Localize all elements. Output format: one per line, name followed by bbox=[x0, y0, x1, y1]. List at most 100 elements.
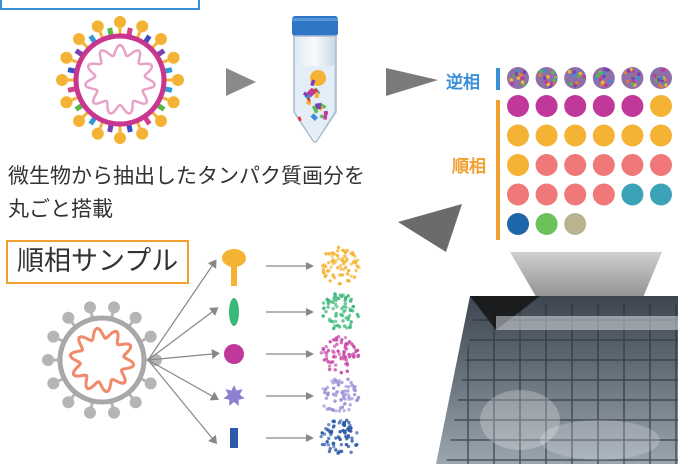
protein-cluster-dot bbox=[326, 305, 330, 309]
protein-cluster-dot bbox=[322, 432, 327, 436]
normal-phase-well bbox=[564, 95, 587, 117]
arrowhead-icon bbox=[209, 307, 219, 317]
protein-cluster-dot bbox=[345, 418, 349, 423]
protein-cluster-dot bbox=[329, 319, 334, 323]
reverse-phase-speck bbox=[572, 70, 577, 75]
protein-cluster-dot bbox=[336, 349, 340, 353]
protein-cluster-dot bbox=[336, 451, 340, 455]
protein-cluster-dot bbox=[321, 301, 326, 305]
protein-cluster-dot bbox=[335, 253, 340, 258]
protein-fractions bbox=[147, 245, 361, 455]
protein-cluster-dot bbox=[350, 439, 354, 443]
normal-phase-well bbox=[535, 213, 558, 235]
fraction-pin-icon bbox=[231, 264, 237, 286]
protein-cluster-dot bbox=[339, 355, 343, 359]
virus-spike-head bbox=[83, 301, 96, 314]
protein-cluster-dot bbox=[349, 450, 353, 454]
protein-cluster-dot bbox=[342, 420, 347, 425]
protein-cluster-dot bbox=[344, 342, 348, 346]
protein-cluster-dot bbox=[321, 306, 326, 311]
protein-cluster-dot bbox=[350, 383, 355, 388]
virus-spike-head bbox=[56, 74, 68, 86]
reverse-phase-speck bbox=[659, 76, 664, 80]
protein-cluster-dot bbox=[333, 324, 337, 328]
protein-cluster-dot bbox=[319, 434, 323, 439]
protein-cluster-dot bbox=[340, 273, 345, 277]
tube-particle bbox=[314, 92, 320, 99]
protein-cluster-dot bbox=[356, 314, 360, 319]
protein-cluster-dot bbox=[333, 368, 337, 372]
protein-cluster-dot bbox=[332, 252, 336, 256]
protein-cluster-dot bbox=[356, 353, 361, 358]
protein-cluster-dot bbox=[334, 312, 338, 316]
reverse-phase-speck bbox=[660, 84, 664, 89]
reverse-phase-speck bbox=[516, 76, 521, 80]
protein-cluster-dot bbox=[355, 258, 360, 262]
protein-cluster-dot bbox=[345, 369, 350, 373]
tube-particle bbox=[323, 114, 328, 120]
virus-spike-head bbox=[136, 127, 149, 140]
protein-cluster-dot bbox=[340, 338, 344, 342]
protein-cluster-dot bbox=[341, 428, 345, 433]
protein-cluster-dot bbox=[323, 442, 327, 447]
reverse-phase-speck bbox=[544, 80, 548, 85]
protein-cluster-dot bbox=[357, 265, 361, 270]
protein-cluster-dot bbox=[344, 384, 348, 389]
protein-cluster-dot bbox=[346, 385, 351, 389]
separation-line bbox=[147, 265, 213, 361]
sample-tube-illustration bbox=[292, 16, 338, 143]
reverse-phase-speck bbox=[596, 73, 600, 78]
normal-phase-well bbox=[650, 95, 672, 117]
protein-cluster-dot bbox=[327, 269, 331, 273]
arrow-right-icon bbox=[306, 308, 314, 316]
protein-cluster-dot bbox=[348, 403, 352, 407]
virus-envelope bbox=[57, 315, 147, 405]
caption-text: 微生物から抽出したタンパク質画分を 丸ごと搭載 bbox=[8, 164, 365, 221]
protein-cluster-dot bbox=[319, 351, 324, 355]
tube-particle bbox=[297, 116, 302, 122]
protein-cluster-dot bbox=[335, 305, 339, 309]
protein-cluster-dot bbox=[340, 380, 344, 385]
protein-cluster-dot bbox=[333, 355, 338, 359]
protein-cluster-dot bbox=[341, 261, 346, 266]
virus-spike-head bbox=[144, 330, 157, 343]
protein-cluster-dot bbox=[343, 401, 347, 406]
reverse-phase-speck bbox=[582, 75, 586, 79]
protein-cluster-dot bbox=[346, 444, 351, 449]
protein-cluster-dot bbox=[325, 440, 329, 444]
protein-cluster-dot bbox=[342, 324, 347, 328]
virus-spike-head bbox=[155, 115, 168, 128]
reverse-phase-speck bbox=[520, 80, 525, 85]
virus-spike-head bbox=[91, 127, 104, 140]
protein-cluster-dot bbox=[347, 395, 351, 399]
protein-cluster-dot bbox=[349, 320, 353, 324]
protein-cluster-dot bbox=[339, 398, 343, 403]
protein-cluster-dot bbox=[337, 352, 342, 356]
reverse-phase-speck bbox=[604, 83, 608, 88]
protein-cluster-dot bbox=[329, 430, 334, 434]
virus-spike-head bbox=[72, 115, 85, 128]
virus-spike-head bbox=[108, 301, 121, 314]
virus-spike-head bbox=[114, 132, 126, 144]
reverse-phase-speck bbox=[520, 76, 525, 81]
protein-cluster-dot bbox=[347, 420, 351, 425]
protein-cluster-dot bbox=[321, 314, 325, 318]
reverse-phase-speck bbox=[630, 82, 635, 86]
reverse-phase-speck bbox=[543, 76, 547, 80]
protein-cluster-dot bbox=[334, 319, 338, 324]
normal-phase-well bbox=[535, 95, 558, 117]
arrowhead-icon bbox=[211, 349, 220, 359]
protein-cluster-dot bbox=[345, 248, 349, 253]
protein-cluster-dot bbox=[332, 351, 336, 355]
protein-cluster-dot bbox=[356, 395, 361, 400]
virus-spike-head bbox=[60, 51, 73, 64]
protein-cluster-dot bbox=[331, 273, 335, 277]
reverse-phase-speck bbox=[653, 74, 657, 78]
reverse-phase-speck bbox=[631, 79, 636, 83]
normal-phase-bar bbox=[496, 100, 500, 240]
virus-spike-head bbox=[144, 377, 157, 390]
reverse-phase-label: 逆相 bbox=[446, 73, 480, 93]
tube-particle bbox=[302, 91, 309, 97]
reverse-phase-bar bbox=[496, 68, 500, 90]
